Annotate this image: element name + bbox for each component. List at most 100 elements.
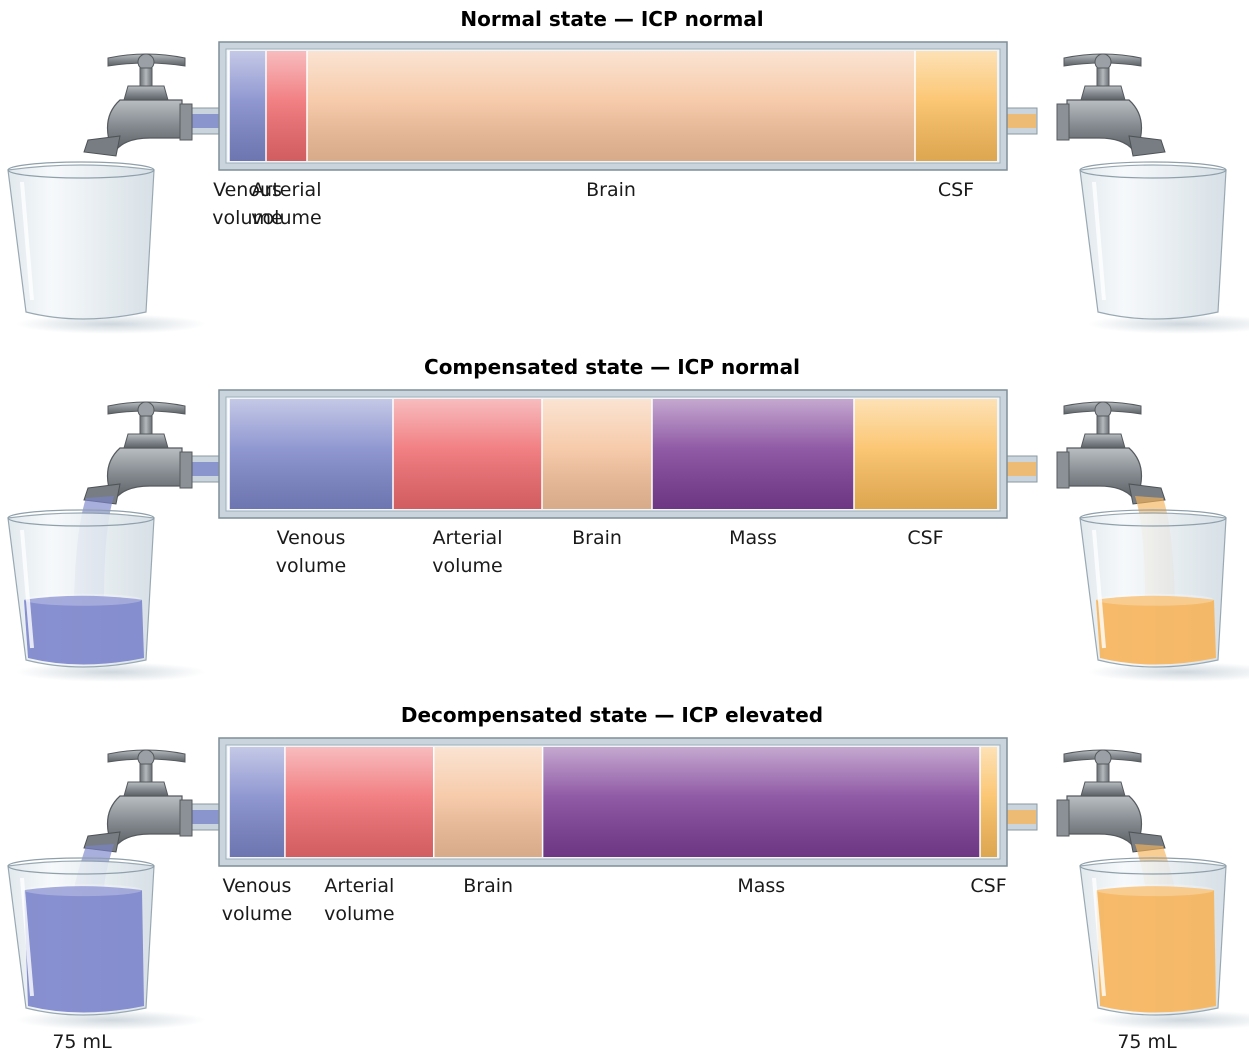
faucet-bonnet xyxy=(123,433,169,449)
faucet-spout-tip xyxy=(1128,135,1166,157)
beaker-shadow xyxy=(16,314,206,334)
segment-mass-gloss xyxy=(542,747,981,857)
segment-arterial-gloss xyxy=(393,399,542,509)
segment-venous-gloss xyxy=(229,747,285,857)
segment-label-csf: CSF xyxy=(970,875,1006,897)
beaker-shadow xyxy=(1088,314,1249,334)
beaker-liquid xyxy=(24,886,144,1013)
left-faucet xyxy=(83,401,193,505)
faucet-spout-tip xyxy=(83,135,121,157)
segment-label-venous: volume xyxy=(212,207,282,229)
left-beaker-volume: 75 mL xyxy=(52,1031,112,1053)
segment-csf-gloss xyxy=(980,747,997,857)
beaker-glass xyxy=(7,164,155,320)
segment-brain-gloss xyxy=(542,399,652,509)
faucet-nut xyxy=(1056,799,1070,837)
beaker-liquid xyxy=(1096,886,1216,1013)
beaker-liquid-surface xyxy=(1096,593,1214,606)
left-beaker xyxy=(7,161,206,334)
segment-label-mass: Mass xyxy=(737,875,785,897)
left-beaker xyxy=(7,857,206,1030)
faucet-bonnet xyxy=(123,781,169,797)
segment-label-arterial: Arterial xyxy=(433,527,503,549)
beaker-shadow xyxy=(1088,1010,1249,1030)
beaker-liquid xyxy=(1096,595,1216,665)
faucet-bonnet xyxy=(1080,85,1126,101)
beaker-rim xyxy=(7,509,155,527)
beaker-highlight xyxy=(1092,181,1106,301)
left-faucet xyxy=(83,53,193,157)
beaker-highlight xyxy=(1092,877,1106,997)
faucet-stem xyxy=(139,763,153,783)
faucet-nut xyxy=(1056,451,1070,489)
segment-csf-gloss xyxy=(854,399,997,509)
segment-label-venous: volume xyxy=(276,555,346,577)
right-faucet xyxy=(1056,53,1166,157)
faucet-nut xyxy=(1056,103,1070,141)
right-faucet xyxy=(1056,749,1166,853)
segment-label-csf: CSF xyxy=(938,179,974,201)
right-beaker xyxy=(1079,857,1249,1030)
segment-label-arterial: Arterial xyxy=(252,179,322,201)
faucet-stem xyxy=(139,415,153,435)
beaker-rim xyxy=(1079,857,1227,875)
beaker-glass xyxy=(1079,164,1227,320)
beaker-rim xyxy=(7,857,155,875)
faucet-nut xyxy=(179,103,193,141)
right-beaker xyxy=(1079,509,1249,682)
faucet-bonnet xyxy=(1080,433,1126,449)
segment-venous-gloss xyxy=(229,399,393,509)
faucet-bonnet xyxy=(123,85,169,101)
right-faucet xyxy=(1056,401,1166,505)
segment-label-venous: volume xyxy=(222,903,292,925)
segment-arterial-gloss xyxy=(284,747,434,857)
segment-label-arterial: volume xyxy=(324,903,394,925)
beaker-highlight xyxy=(20,181,34,301)
faucet-stem xyxy=(139,67,153,87)
segment-label-arterial: volume xyxy=(432,555,502,577)
segment-label-mass: Mass xyxy=(729,527,777,549)
faucet-nut xyxy=(179,451,193,489)
segment-label-brain: Brain xyxy=(572,527,622,549)
panel-title: Compensated state — ICP normal xyxy=(424,355,800,379)
beaker-liquid-surface xyxy=(24,593,142,606)
beaker-liquid-surface xyxy=(24,884,142,897)
segment-label-arterial: Arterial xyxy=(324,875,394,897)
panels-layer: Normal state — ICP normalVenousvolumeArt… xyxy=(7,7,1249,1053)
faucet-stem xyxy=(1096,763,1110,783)
faucet-bonnet xyxy=(1080,781,1126,797)
segment-label-arterial: volume xyxy=(251,207,321,229)
segment-mass-gloss xyxy=(652,399,854,509)
beaker-liquid-surface xyxy=(1096,884,1214,897)
panel-title: Normal state — ICP normal xyxy=(460,7,763,31)
segment-brain-gloss xyxy=(433,747,543,857)
segment-label-venous: Venous xyxy=(277,527,346,549)
beaker-rim xyxy=(7,161,155,179)
segment-venous-gloss xyxy=(229,51,266,161)
beaker-liquid xyxy=(24,595,144,665)
segment-brain-gloss xyxy=(307,51,915,161)
faucet-stem xyxy=(1096,415,1110,435)
left-beaker xyxy=(7,509,206,682)
segment-label-brain: Brain xyxy=(463,875,513,897)
beaker-rim xyxy=(1079,509,1227,527)
beaker-shadow xyxy=(1088,662,1249,682)
faucet-stem xyxy=(1096,67,1110,87)
left-faucet xyxy=(83,749,193,853)
segment-label-brain: Brain xyxy=(586,179,636,201)
segment-arterial-gloss xyxy=(266,51,307,161)
beaker-shadow xyxy=(16,1010,206,1030)
panel-title: Decompensated state — ICP elevated xyxy=(401,703,823,727)
panel-3: Decompensated state — ICP elevatedVenous… xyxy=(7,703,1249,1053)
faucet-nut xyxy=(179,799,193,837)
right-beaker-volume: 75 mL xyxy=(1117,1031,1177,1053)
right-beaker xyxy=(1079,161,1249,334)
beaker-shadow xyxy=(16,662,206,682)
beaker-rim xyxy=(1079,161,1227,179)
beaker-highlight xyxy=(1092,529,1106,649)
segment-label-venous: Venous xyxy=(213,179,282,201)
segment-csf-gloss xyxy=(915,51,997,161)
